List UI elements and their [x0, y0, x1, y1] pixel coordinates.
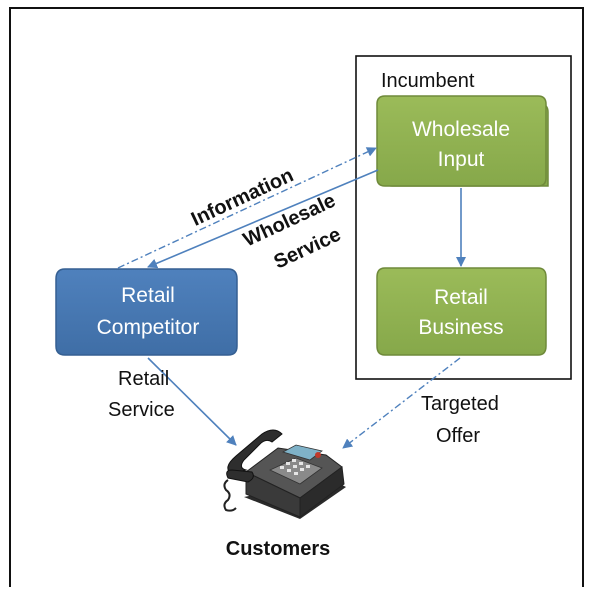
telephone-icon [223, 429, 346, 519]
retail-business-box[interactable]: Retail Business [376, 267, 547, 356]
figure-frame [9, 7, 584, 587]
wholesale-input-line2: Input [438, 148, 485, 171]
retail-business-line2: Business [418, 316, 503, 339]
retail-service-arrow [147, 357, 237, 446]
retail-competitor-box[interactable]: Retail Competitor [55, 268, 238, 356]
information-arrow [117, 147, 377, 269]
retail-competitor-line1: Retail [121, 284, 175, 307]
customers-label: Customers [226, 538, 330, 560]
targeted-offer-arrow [342, 357, 461, 449]
incumbent-title: Incumbent [381, 70, 475, 92]
wholesale-input-box[interactable]: Wholesale Input [376, 95, 549, 187]
retail-competitor-line2: Competitor [97, 316, 200, 339]
retail-service-label-line1: Retail [118, 368, 169, 390]
wholesale-input-line1: Wholesale [412, 118, 510, 141]
wholesale-service-arrow [147, 169, 379, 269]
incumbent-container [355, 55, 572, 380]
retail-service-label-line2: Service [108, 399, 175, 421]
targeted-offer-label-line1: Targeted [421, 393, 499, 415]
targeted-offer-label-line2: Offer [436, 425, 480, 447]
retail-business-line1: Retail [434, 286, 488, 309]
